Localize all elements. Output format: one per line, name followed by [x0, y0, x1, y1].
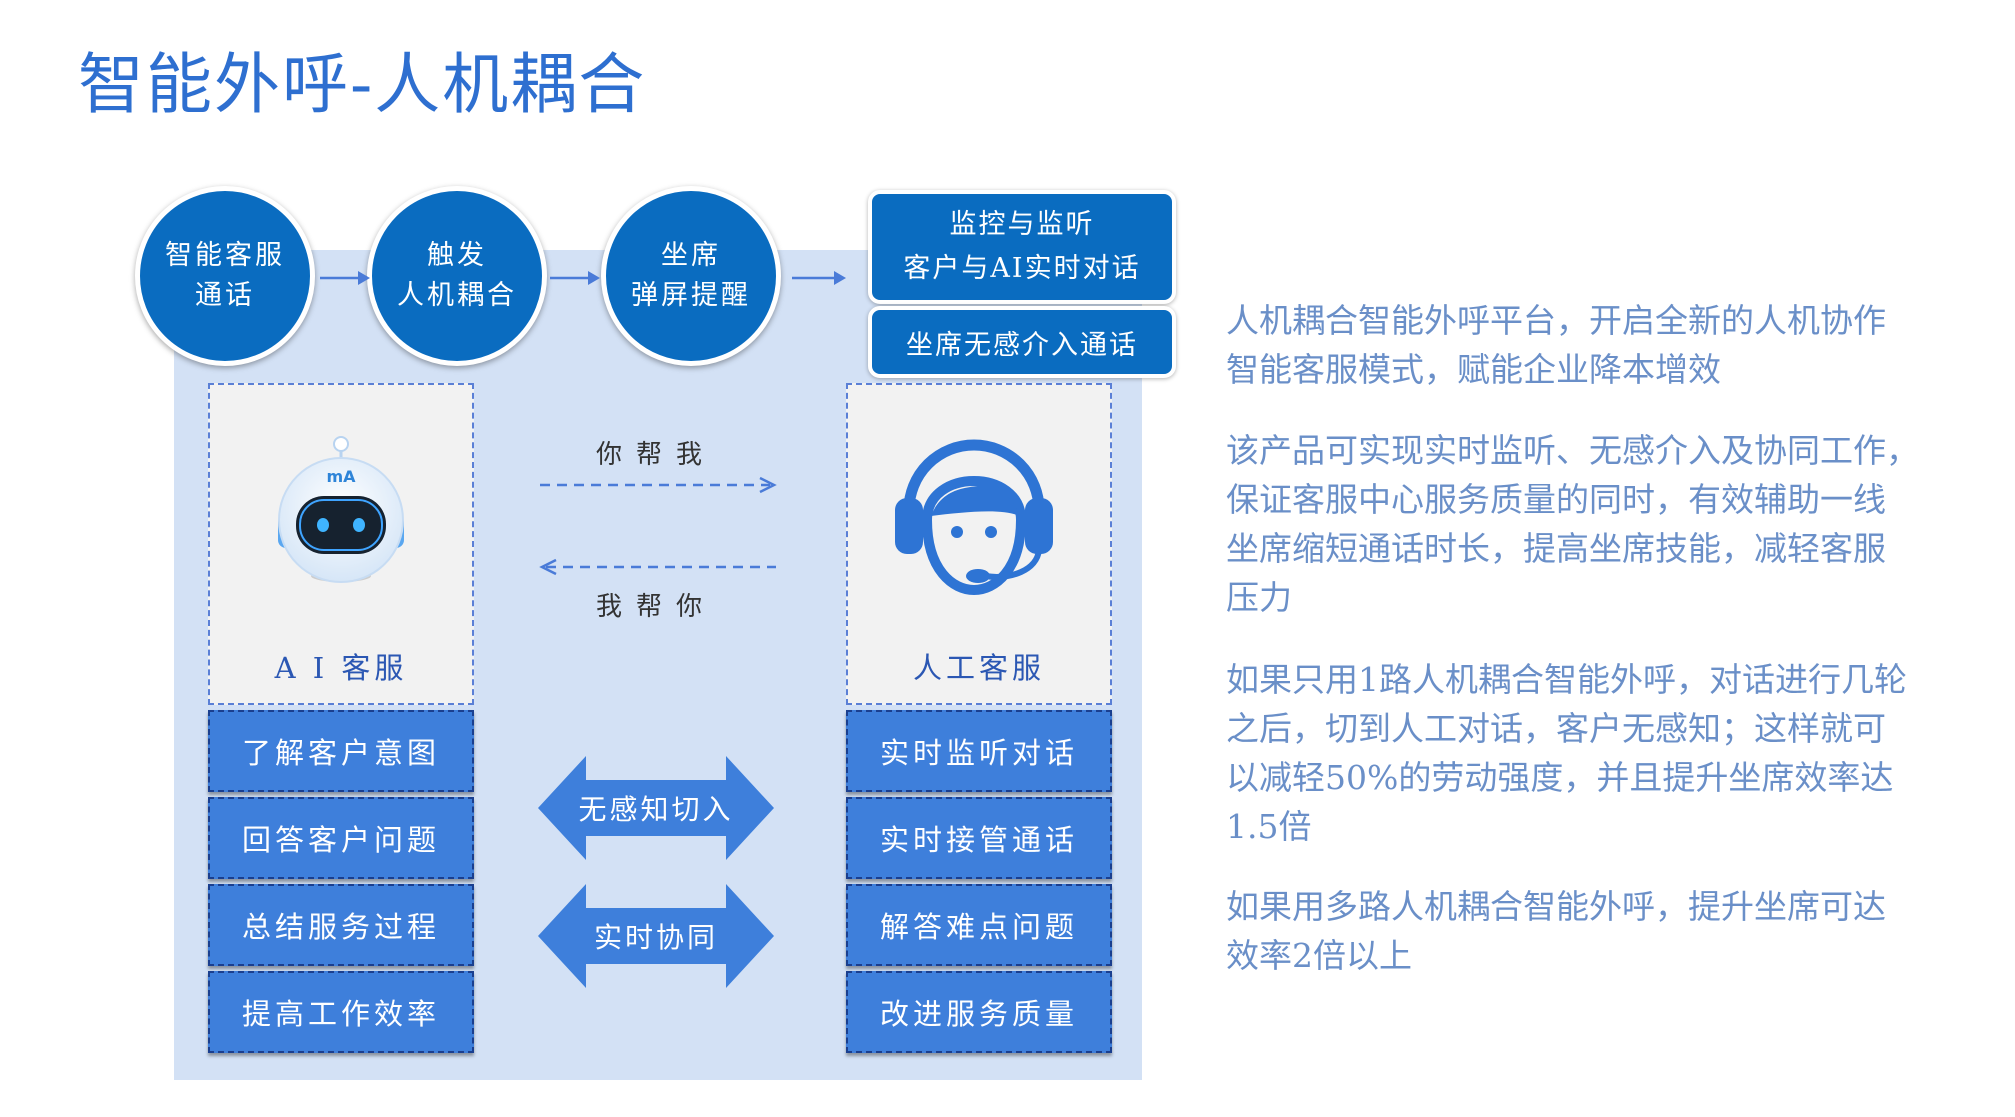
flow-step-trigger-coupling: 触发 人机耦合	[367, 186, 547, 366]
description-line: 之后，切到人工对话，客户无感知；这样就可	[1226, 709, 1886, 748]
ai-service-label: A I 客服	[274, 651, 408, 685]
double-arrow-icon	[538, 884, 774, 988]
description-line: 该产品可实现实时监听、无感介入及协同工作，	[1226, 431, 1919, 470]
description-line: 效率2倍以上	[1226, 936, 1412, 975]
human-service-column	[846, 383, 1112, 705]
description-line: 坐席缩短通话时长，提高坐席技能，减轻客服	[1226, 529, 1886, 568]
flow-step-ai-call-line2: 通话	[195, 280, 255, 311]
description-line: 压力	[1226, 578, 1292, 617]
description-paragraph-2: 该产品可实现实时监听、无感介入及协同工作， 保证客服中心服务质量的同时，有效辅助…	[1226, 426, 1966, 622]
flow-step-trigger-line2: 人机耦合	[397, 280, 517, 311]
realtime-collab-label: 实时协同	[593, 921, 718, 954]
flow-step-trigger-line1: 触发	[427, 240, 487, 271]
ai-capability-understand-intent: 了解客户意图	[208, 710, 474, 792]
human-service-label: 人工客服	[912, 651, 1045, 685]
ai-capability-improve-efficiency: 提高工作效率	[208, 971, 474, 1053]
description-paragraph-4: 如果用多路人机耦合智能外呼，提升坐席可达 效率2倍以上	[1226, 882, 1966, 980]
description-line: 智能客服模式，赋能企业降本增效	[1226, 350, 1721, 389]
monitor-box-line1: 监控与监听	[949, 209, 1095, 240]
seat-intervene-label: 坐席无感介入通话	[906, 329, 1138, 361]
description-line: 如果用多路人机耦合智能外呼，提升坐席可达	[1226, 887, 1886, 926]
headset-agent-icon	[895, 439, 1053, 596]
description-paragraph-1: 人机耦合智能外呼平台，开启全新的人机协作 智能客服模式，赋能企业降本增效	[1226, 296, 1966, 394]
human-capability-solve-issues: 解答难点问题	[846, 884, 1112, 966]
human-capability-takeover: 实时接管通话	[846, 797, 1112, 879]
you-help-me-label: 你帮我	[596, 440, 717, 470]
flow-step-ai-call: 智能客服 通话	[135, 186, 315, 366]
flow-step-seat-popup: 坐席 弹屏提醒	[601, 186, 781, 366]
page-title: 智能外呼-人机耦合	[78, 46, 647, 123]
ai-capability-answer-questions: 回答客户问题	[208, 797, 474, 879]
description-paragraph-3: 如果只用1路人机耦合智能外呼，对话进行几轮 之后，切到人工对话，客户无感知；这样…	[1226, 655, 1966, 851]
seamless-switch-label: 无感知切入	[578, 793, 734, 826]
description-line: 如果只用1路人机耦合智能外呼，对话进行几轮	[1226, 660, 1907, 699]
flow-arrow-icon	[550, 271, 600, 285]
flow-arrow-icon	[792, 271, 846, 285]
flow-step-seat-line1: 坐席	[661, 240, 721, 271]
monitor-box-line2: 客户与AI实时对话	[903, 253, 1141, 284]
flow-arrow-icon	[320, 271, 370, 285]
description-line: 人机耦合智能外呼平台，开启全新的人机协作	[1226, 301, 1886, 340]
double-arrow-icon	[538, 756, 774, 860]
ai-capability-summarize-service: 总结服务过程	[208, 884, 474, 966]
flow-step-seat-line2: 弹屏提醒	[631, 280, 751, 311]
human-capability-monitor: 实时监听对话	[846, 710, 1112, 792]
description-line: 保证客服中心服务质量的同时，有效辅助一线	[1226, 480, 1886, 519]
monitor-box: 监控与监听 客户与AI实时对话	[868, 190, 1176, 304]
description-line: 1.5倍	[1226, 807, 1312, 846]
robot-badge: mA	[326, 467, 356, 486]
description-line: 以减轻50%的劳动强度，并且提升坐席效率达	[1226, 758, 1894, 797]
seat-intervene-box: 坐席无感介入通话	[868, 306, 1176, 378]
i-help-you-label: 我帮你	[596, 592, 717, 622]
dashed-arrow-right-icon	[540, 476, 777, 494]
dashed-arrow-left-icon	[539, 558, 776, 576]
human-capability-improve-quality: 改进服务质量	[846, 971, 1112, 1053]
flow-step-ai-call-line1: 智能客服	[165, 240, 285, 271]
robot-icon: mA	[278, 436, 404, 583]
